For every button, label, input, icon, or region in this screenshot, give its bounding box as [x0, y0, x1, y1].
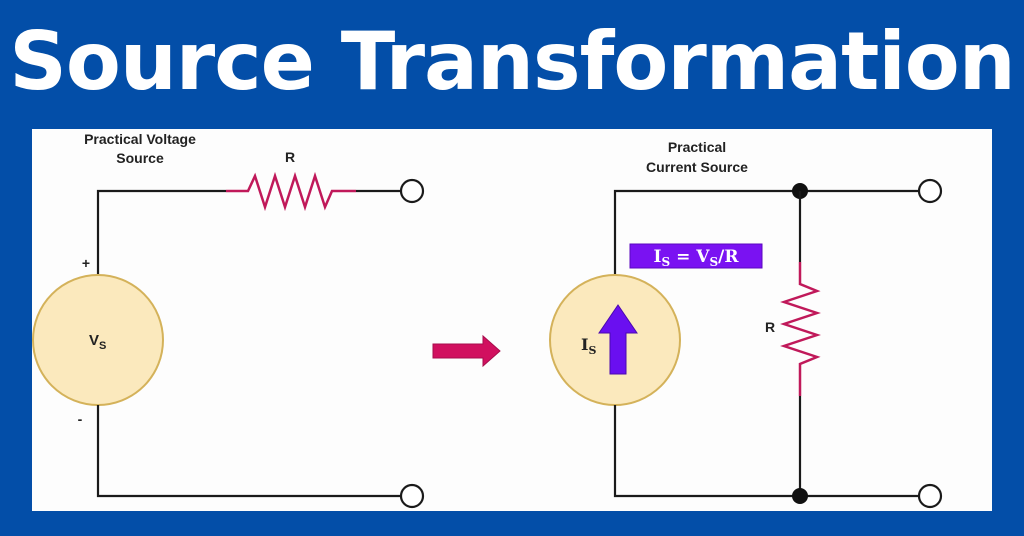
resistor-label-shunt: R: [765, 319, 775, 335]
wire-bottom-right: [613, 405, 920, 498]
current-direction-arrow-icon: [598, 304, 638, 375]
page-title: Source Transformation: [9, 15, 1015, 108]
wire-top-right: [613, 189, 920, 274]
resistor-label-series: R: [285, 149, 295, 165]
resistor-shunt: [780, 262, 821, 396]
terminal-top-left: [399, 178, 425, 204]
terminal-top-right: [917, 178, 943, 204]
voltage-source-title-line2: Source: [116, 150, 164, 166]
resistor-series: [226, 171, 356, 212]
wire-bottom-left: [96, 405, 401, 498]
wire-top-left: [96, 189, 226, 274]
diagram-panel: [32, 129, 992, 511]
current-source-title-line1: Practical: [668, 139, 726, 155]
terminal-bottom-left: [399, 483, 425, 509]
voltage-source-circuit: Practical Voltage Source R + - VS: [32, 131, 425, 509]
transform-arrow-icon: [432, 334, 501, 368]
minus-sign: -: [78, 411, 83, 427]
current-source-circuit: Practical Current Source R IS = VS/R IS: [549, 139, 943, 509]
terminal-bottom-right: [917, 483, 943, 509]
junction-bottom: [792, 488, 808, 504]
voltage-source-title-line1: Practical Voltage: [84, 131, 196, 147]
current-source-label: IS: [581, 335, 596, 357]
voltage-source-label: VS: [89, 332, 106, 352]
plus-sign: +: [82, 255, 90, 271]
formula-badge: [629, 243, 763, 269]
current-source-title-line2: Current Source: [646, 159, 748, 175]
formula-text: IS = VS/R: [654, 247, 740, 269]
